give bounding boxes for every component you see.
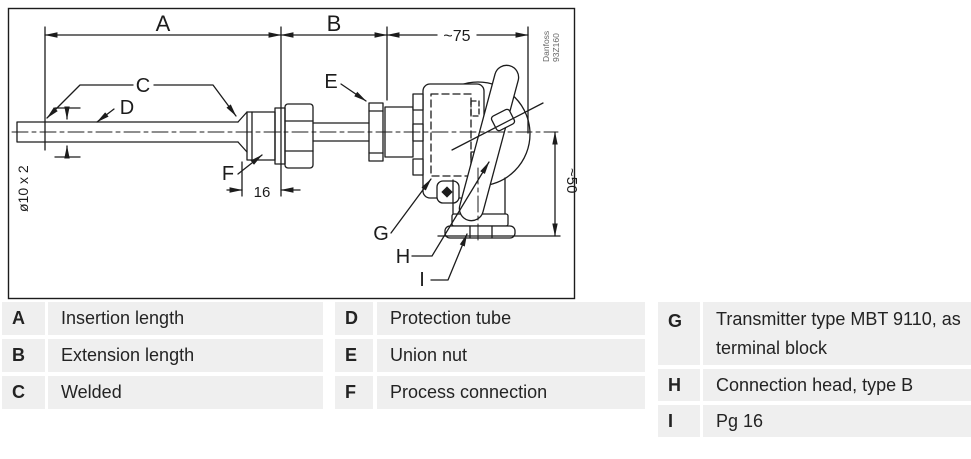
dim-label-75: ~75 — [443, 28, 470, 45]
legend-key-F: F — [335, 376, 373, 409]
dim-label-16: 16 — [254, 184, 271, 201]
legend-desc-H: Connection head, type B — [703, 369, 971, 401]
leader-D — [96, 108, 115, 123]
part-label-C: C — [136, 75, 150, 97]
hex-nut — [284, 103, 314, 169]
legend-key-G: G — [658, 302, 700, 365]
part-label-I: I — [419, 269, 425, 291]
legend-key-A: A — [2, 302, 45, 335]
dim-label-A: A — [156, 11, 171, 36]
clip-axis — [451, 102, 544, 151]
part-label-E: E — [324, 71, 337, 93]
legend-key-I: I — [658, 405, 700, 437]
leader-G — [390, 178, 432, 234]
part-label-D: D — [120, 97, 134, 119]
legend-key-E: E — [335, 339, 373, 372]
leader-F — [237, 154, 263, 175]
legend-key-H: H — [658, 369, 700, 401]
dim-label-B: B — [327, 11, 342, 36]
extension-lines — [44, 26, 529, 197]
part-label-H: H — [396, 246, 410, 268]
cover-bar — [458, 64, 520, 222]
legend-desc-A: Insertion length — [48, 302, 323, 335]
technical-drawing: A B ~75 16 ø10 x 2 ~50 C D E F G H I Dan… — [7, 7, 580, 300]
dim-label-tube: ø10 x 2 — [15, 165, 31, 212]
legend-desc-G: Transmitter type MBT 9110, as terminal b… — [703, 302, 971, 365]
watermark: Danfoss 93Z160 — [541, 31, 561, 62]
legend-key-D: D — [335, 302, 373, 335]
leader-I — [430, 233, 468, 281]
leader-H — [411, 161, 490, 257]
hinge-screw — [441, 186, 453, 198]
leader-E — [340, 83, 367, 102]
part-label-F: F — [222, 163, 234, 185]
leader-C-left — [46, 84, 134, 119]
legend-desc-C: Welded — [48, 376, 323, 409]
legend-desc-I: Pg 16 — [703, 405, 971, 437]
legend-desc-F: Process connection — [377, 376, 645, 409]
dim-label-50: ~50 — [563, 168, 580, 193]
legend-key-C: C — [2, 376, 45, 409]
cover-clip — [490, 108, 516, 132]
head-tab-bot — [412, 158, 424, 176]
legend-desc-E: Union nut — [377, 339, 645, 372]
svg-text:Danfoss: Danfoss — [541, 31, 551, 62]
extension-tube — [312, 122, 370, 142]
legend-desc-D: Protection tube — [377, 302, 645, 335]
svg-text:93Z160: 93Z160 — [551, 33, 561, 62]
head-tab-top — [412, 93, 424, 111]
legend-desc-B: Extension length — [48, 339, 323, 372]
leader-C-right — [153, 84, 237, 117]
sensor-geometry — [11, 26, 561, 281]
neck — [452, 177, 506, 215]
tube-cone — [237, 111, 248, 153]
legend-key-B: B — [2, 339, 45, 372]
part-label-G: G — [373, 223, 389, 245]
